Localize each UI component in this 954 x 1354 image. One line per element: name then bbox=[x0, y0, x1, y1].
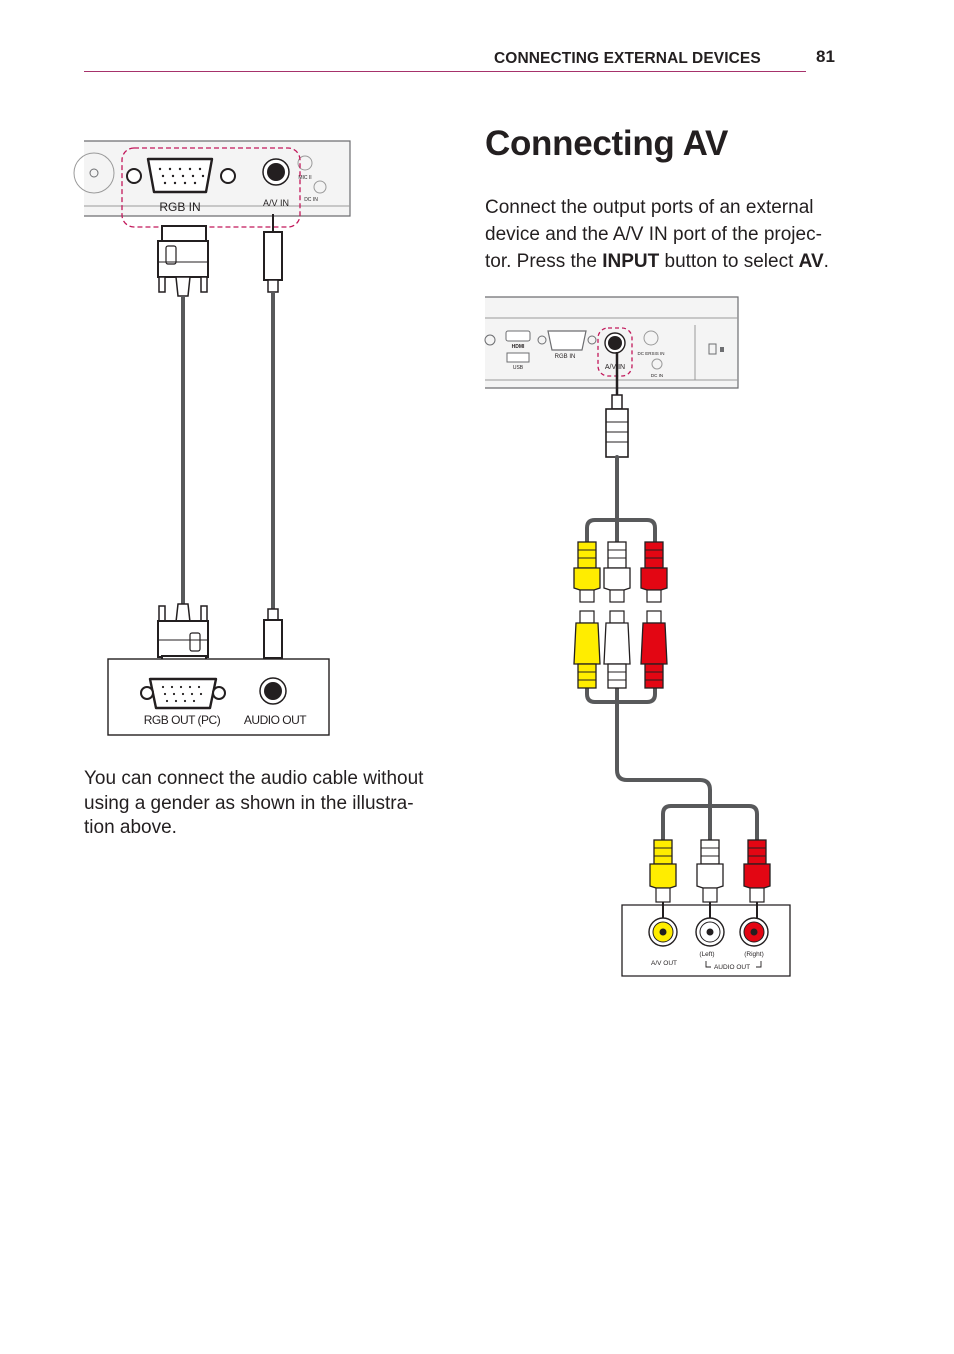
rca-plug-white-upper bbox=[603, 541, 631, 603]
section-title: Connecting AV bbox=[485, 124, 729, 163]
projector-mic-label: MIC II bbox=[298, 175, 311, 181]
header-section-label: CONNECTING EXTERNAL DEVICES bbox=[494, 50, 761, 67]
intro-text-middle: button to select bbox=[659, 251, 799, 272]
page-number: 81 bbox=[816, 47, 835, 66]
rca-plug-yellow-upper bbox=[573, 541, 601, 603]
rgb-out-label: RGB OUT (PC) bbox=[144, 713, 221, 727]
intro-paragraph: Connect the output ports of an external … bbox=[485, 194, 845, 275]
input-button-name: INPUT bbox=[602, 251, 660, 272]
right-channel-label: (Right) bbox=[744, 951, 764, 958]
av-in-port-label: A/V IN bbox=[263, 198, 289, 208]
rca-socket-white-lower bbox=[603, 610, 631, 689]
projector-panel-rgb: MIC II DC IN RGB IN A/V IN bbox=[73, 140, 351, 228]
rgb-in-small-label: RGB IN bbox=[555, 354, 576, 360]
av-in-small-label: A/V IN bbox=[605, 364, 625, 371]
pc-device-panel: RGB OUT (PC) AUDIO OUT bbox=[107, 658, 330, 736]
rca-plug-yellow-device bbox=[649, 839, 677, 918]
dc-port-label: DC IN bbox=[651, 373, 663, 378]
audio-out-small-label: AUDIO OUT bbox=[714, 964, 750, 971]
intro-text-end: . bbox=[823, 251, 829, 272]
aux-port-label: DC ERSIS IN bbox=[637, 351, 664, 356]
av-mode-name: AV bbox=[798, 251, 824, 272]
av-out-label: A/V OUT bbox=[651, 960, 677, 967]
rgb-in-port-label: RGB IN bbox=[159, 200, 200, 214]
rca-socket-red-lower bbox=[640, 610, 668, 689]
audio-out-label: AUDIO OUT bbox=[244, 713, 307, 727]
av-cable-cords bbox=[585, 455, 759, 842]
header-rule bbox=[84, 71, 806, 72]
left-channel-label: (Left) bbox=[699, 951, 714, 958]
rca-plug-white-device bbox=[696, 839, 724, 918]
hdmi-port-label: HDMI bbox=[512, 344, 525, 350]
intro-text-start: Connect the output ports of an external … bbox=[485, 197, 822, 272]
note-paragraph: You can connect the audio cable without … bbox=[84, 768, 424, 838]
projector-panel-av: HDMI USB RGB IN A/V IN DC ERSIS IN DC IN bbox=[484, 296, 739, 389]
usb-port-label: USB bbox=[513, 365, 524, 371]
rca-socket-yellow-lower bbox=[573, 610, 601, 689]
rca-plug-red-device bbox=[743, 839, 771, 918]
projector-dc-label: DC IN bbox=[304, 197, 318, 203]
rca-plug-red-upper bbox=[640, 541, 668, 603]
av-device-panel: A/V OUT (Left) (Right) AUDIO OUT bbox=[621, 904, 791, 977]
